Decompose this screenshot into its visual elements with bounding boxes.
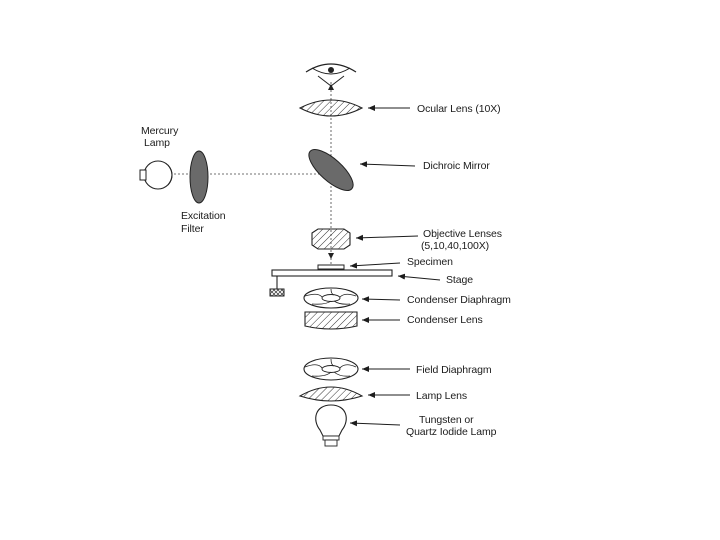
dichroic-mirror-arrow — [359, 161, 416, 168]
objective-lenses-label-line1: Objective Lenses — [423, 228, 502, 240]
specimen-label: Specimen — [407, 256, 453, 268]
condenser-lens-shape — [304, 311, 358, 330]
excitation-filter-shape — [189, 150, 209, 204]
objective-lens-shape — [311, 228, 351, 259]
tungsten-lamp-arrow — [349, 420, 401, 427]
mercury-lamp-shape — [139, 160, 173, 190]
lamp-lens-shape — [298, 386, 364, 402]
stage-arrow — [397, 273, 441, 281]
mercury-lamp-label-line2: Lamp — [144, 137, 170, 149]
condenser-diaphragm-label: Condenser Diaphragm — [407, 294, 511, 306]
ocular-lens-label: Ocular Lens (10X) — [417, 103, 501, 115]
tungsten-lamp-label-line1: Tungsten or — [419, 414, 474, 426]
dichroic-mirror-shape — [308, 149, 354, 191]
lamp-lens-label: Lamp Lens — [416, 390, 468, 402]
mercury-lamp-label-line1: Mercury — [141, 125, 179, 137]
objective-lenses-label-line2: (5,10,40,100X) — [421, 240, 490, 252]
condenser-diaphragm-arrow — [361, 296, 401, 303]
specimen-arrow — [349, 262, 401, 269]
tungsten-lamp-shape — [315, 404, 347, 447]
eye-icon — [305, 63, 357, 90]
ocular-lens-shape — [298, 99, 364, 117]
excitation-filter-label-line1: Excitation — [181, 210, 226, 222]
field-diaphragm-label: Field Diaphragm — [416, 364, 492, 376]
field-diaphragm-shape — [303, 357, 359, 381]
dichroic-mirror-label: Dichroic Mirror — [423, 160, 490, 172]
condenser-diaphragm-shape — [303, 287, 359, 309]
condenser-lens-label: Condenser Lens — [407, 314, 483, 326]
excitation-filter-label-line2: Filter — [181, 223, 204, 235]
stage-shape — [269, 269, 393, 297]
tungsten-lamp-label-line2: Quartz Iodide Lamp — [406, 426, 497, 438]
stage-label: Stage — [446, 274, 473, 286]
specimen-shape — [317, 264, 345, 270]
objective-lenses-arrow — [355, 234, 419, 241]
